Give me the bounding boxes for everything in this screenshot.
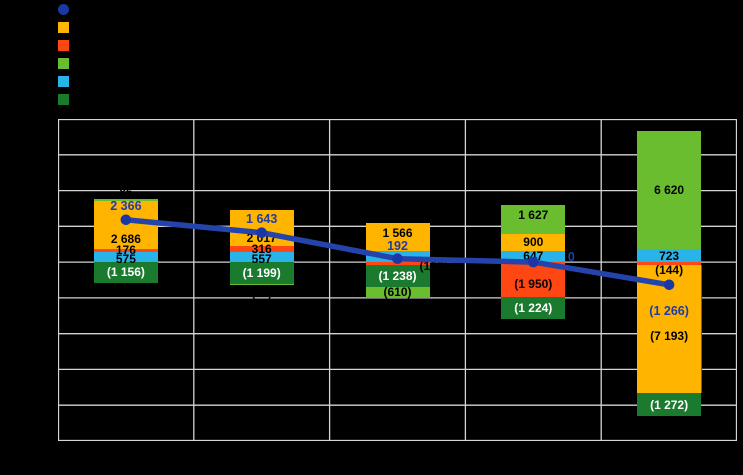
bar-3-segment-amber: [365, 223, 430, 252]
segment-label: 1 627: [518, 207, 549, 222]
line-point: [120, 214, 132, 226]
line-value-label: (1 266): [649, 303, 689, 318]
segment-label: (1 199): [242, 265, 281, 280]
bar-5-segment-red-orange: [637, 262, 702, 265]
segment-label: (48): [251, 284, 273, 299]
bar-5-segment-light-blue: [637, 249, 702, 263]
segment-label: 575: [115, 251, 136, 266]
legend-item-light-green-series: [58, 58, 75, 69]
legend-item-light-blue-series: [58, 76, 75, 87]
segment-label: 176: [115, 243, 136, 258]
segment-label: (1 156): [106, 265, 145, 280]
line-value-label: 2 366: [110, 198, 142, 213]
chart-legend: [58, 4, 75, 105]
legend-item-dark-green-series: [58, 94, 75, 105]
bar-4-segment-dark-green: [501, 296, 566, 319]
bar-4-segment-light-green: [501, 205, 566, 235]
line-point: [663, 279, 675, 291]
light-blue-series-chip: [58, 76, 69, 87]
segment-label: 900: [523, 235, 544, 250]
bar-5-segment-dark-green: [637, 393, 702, 417]
line-point: [392, 253, 403, 264]
segment-label: (1 224): [514, 300, 553, 315]
legend-item-red-orange-series: [58, 40, 75, 51]
line-point: [528, 256, 539, 268]
line-series: [123, 217, 672, 288]
bar-1-segment-light-green: [93, 199, 158, 201]
legend-item-amber-series: [58, 22, 75, 33]
legend-item-line-series: [58, 4, 75, 15]
bar-2-segment-dark-green: [229, 262, 294, 284]
segment-label: 6 620: [654, 182, 685, 197]
segment-label: 85: [119, 184, 133, 199]
bar-3-segment-dark-green: [365, 264, 430, 287]
bar-2-segment-light-blue: [229, 252, 294, 263]
segment-label: 2 686: [110, 231, 141, 246]
segment-label: 1 566: [382, 226, 413, 241]
segment-label: 316: [251, 242, 272, 257]
bar-2-segment-light-green: [229, 283, 294, 285]
light-green-series-chip: [58, 58, 69, 69]
line-value-label: 1 643: [246, 211, 278, 226]
segment-label: (1 950): [514, 276, 553, 291]
bar-5-segment-light-green: [637, 130, 702, 250]
segment-label: (7 193): [650, 329, 689, 344]
bar-1-segment-dark-green: [93, 262, 158, 283]
bar-1-segment-red-orange: [93, 248, 158, 252]
red-orange-series-chip: [58, 40, 69, 51]
bar-4-segment-light-blue: [501, 250, 566, 263]
segment-label: 557: [251, 252, 272, 267]
plot-border: [58, 119, 737, 441]
bar-3-segment-light-green: [365, 286, 430, 298]
bar-4-segment-amber: [501, 234, 566, 251]
segment-label: (144): [655, 263, 684, 278]
segment-label: (1 272): [650, 397, 689, 412]
line-series-layer: [120, 214, 675, 291]
segment-label: (138): [419, 259, 448, 274]
segment-label: (1 238): [378, 268, 417, 283]
amber-series-chip: [58, 22, 69, 33]
line-value-label: 192: [387, 238, 408, 253]
line-series-chip: [58, 4, 69, 15]
line-value-label: 0: [567, 249, 575, 264]
segment-label: 723: [659, 248, 680, 263]
line-point: [256, 227, 267, 238]
dark-green-series-chip: [58, 94, 69, 105]
bar-1-segment-light-blue: [93, 251, 158, 263]
segment-label: (610): [383, 285, 412, 300]
bar-2-segment-red-orange: [229, 246, 294, 253]
